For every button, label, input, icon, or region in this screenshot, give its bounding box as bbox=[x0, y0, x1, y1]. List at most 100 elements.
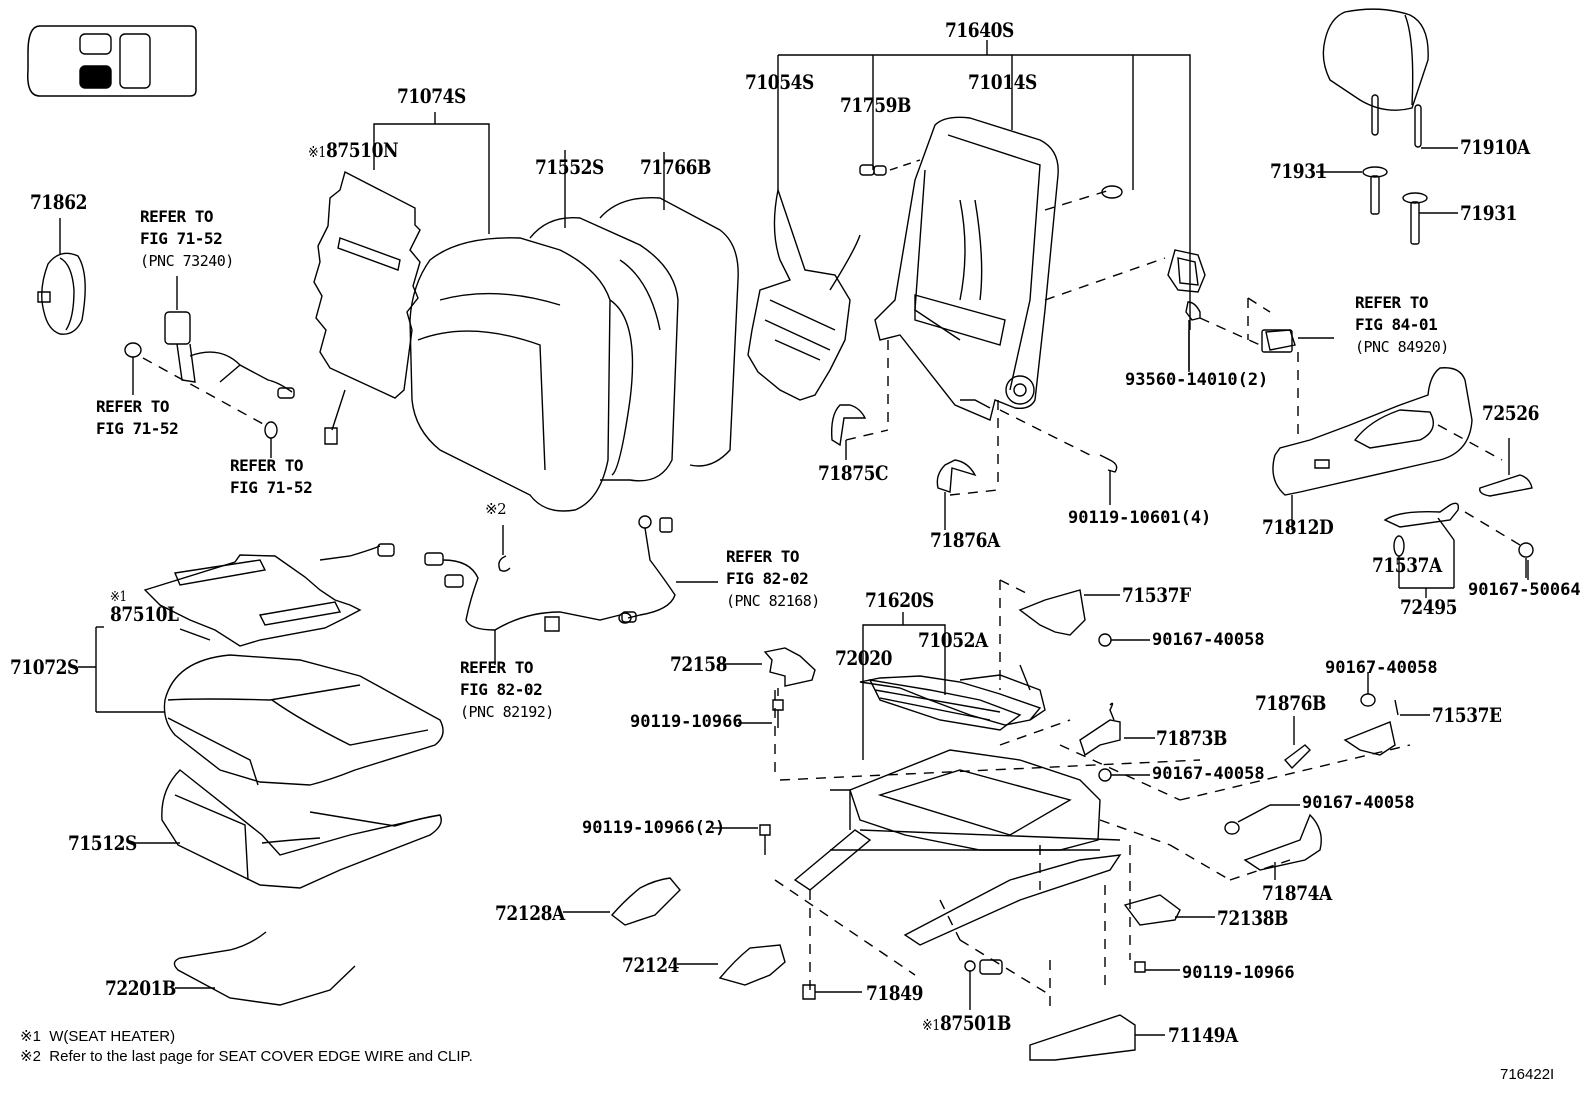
part-label-71552S[interactable]: 71552S bbox=[535, 155, 604, 179]
part-71849-shape bbox=[803, 985, 862, 999]
part-label-90119-10966-2[interactable]: 90119-10966(2) bbox=[582, 818, 726, 838]
ref-line2: FIG 71-52 bbox=[230, 478, 313, 497]
part-label-87501B[interactable]: ※187501B bbox=[922, 1013, 1011, 1033]
ref-line1: REFER TO bbox=[96, 397, 170, 416]
part-label-71874A[interactable]: 71874A bbox=[1262, 881, 1332, 905]
part-label-71054S[interactable]: 71054S bbox=[745, 70, 814, 94]
side-shield-shape bbox=[1273, 368, 1472, 530]
part-label-93560-14010[interactable]: 93560-14010(2) bbox=[1125, 370, 1269, 390]
wire-harness-lower-shape bbox=[425, 553, 636, 665]
seatback-cover-shape bbox=[410, 150, 738, 511]
hinge-brackets-shape bbox=[1020, 590, 1430, 880]
seat-position-locator-icon bbox=[28, 26, 196, 96]
part-label-71149A[interactable]: 71149A bbox=[1168, 1023, 1238, 1047]
reference-harness-upper[interactable]: REFER TO FIG 82-02 (PNC 82168) bbox=[726, 546, 820, 612]
part-label-71052A[interactable]: 71052A bbox=[918, 628, 988, 652]
footnote-text: Refer to the last page for SEAT COVER ED… bbox=[49, 1048, 473, 1065]
footnote-text: W(SEAT HEATER) bbox=[49, 1028, 176, 1045]
ref-line2: FIG 84-01 bbox=[1355, 315, 1438, 334]
edge-wire-shape bbox=[174, 932, 355, 1005]
part-label-72201B[interactable]: 72201B bbox=[105, 976, 176, 1000]
part-label-71072S[interactable]: 71072S bbox=[10, 655, 79, 679]
part-label-90167-40058-c[interactable]: 90167-40058 bbox=[1325, 658, 1438, 678]
reference-clip-right[interactable]: REFER TO FIG 71-52 bbox=[230, 455, 313, 499]
part-label-71931-left[interactable]: 71931 bbox=[1270, 159, 1328, 183]
cushion-cover-shape bbox=[164, 655, 443, 785]
reference-clip-left[interactable]: REFER TO FIG 71-52 bbox=[96, 396, 179, 440]
part-label-71512S[interactable]: 71512S bbox=[68, 831, 137, 855]
part-label-71876B[interactable]: 71876B bbox=[1255, 691, 1326, 715]
part-label-72158[interactable]: 72158 bbox=[670, 652, 728, 676]
part-label-71812D[interactable]: 71812D bbox=[1262, 515, 1334, 539]
part-label-71931-right[interactable]: 71931 bbox=[1460, 201, 1518, 225]
reference-harness-lower[interactable]: REFER TO FIG 82-02 (PNC 82192) bbox=[460, 657, 554, 723]
part-number: 87510L bbox=[110, 602, 179, 626]
reference-seatbelt[interactable]: REFER TO FIG 71-52 (PNC 73240) bbox=[140, 206, 234, 272]
part-label-90167-40058-b[interactable]: 90167-40058 bbox=[1152, 764, 1265, 784]
seatback-heater-pad bbox=[314, 172, 420, 444]
part-number: 87501B bbox=[939, 1011, 1011, 1035]
part-label-72138B[interactable]: 72138B bbox=[1217, 906, 1288, 930]
part-label-71620S[interactable]: 71620S bbox=[865, 588, 934, 612]
part-number: 87510N bbox=[325, 138, 399, 162]
ref-line2: FIG 82-02 bbox=[460, 680, 543, 699]
part-label-90119-10966-b[interactable]: 90119-10966 bbox=[1182, 963, 1295, 983]
part-label-71766B[interactable]: 71766B bbox=[640, 155, 711, 179]
part-71759B-shape bbox=[860, 160, 920, 175]
ref-line2: FIG 82-02 bbox=[726, 569, 809, 588]
headrest-shape bbox=[1316, 9, 1458, 244]
cushion-pad-shape bbox=[135, 770, 441, 888]
part-label-71862[interactable]: 71862 bbox=[30, 190, 88, 214]
part-label-87510N[interactable]: ※187510N bbox=[308, 138, 399, 162]
part-label-72128A[interactable]: 72128A bbox=[495, 901, 565, 925]
note-marker-2: ※2 bbox=[485, 500, 507, 518]
part-label-72495[interactable]: 72495 bbox=[1400, 595, 1458, 619]
part-label-71876A[interactable]: 71876A bbox=[930, 528, 1000, 552]
part-label-71873B[interactable]: 71873B bbox=[1156, 726, 1227, 750]
illustration-code: 716422I bbox=[1500, 1066, 1555, 1083]
power-seat-switch-shape bbox=[1168, 250, 1334, 440]
part-label-90167-50064[interactable]: 90167-50064 bbox=[1468, 580, 1581, 600]
part-label-71849[interactable]: 71849 bbox=[866, 981, 924, 1005]
seatback-frame-shape bbox=[875, 117, 1165, 455]
part-label-71537F[interactable]: 71537F bbox=[1122, 583, 1191, 607]
footnote-2: ※2 Refer to the last page for SEAT COVER… bbox=[20, 1047, 473, 1065]
ref-line1: REFER TO bbox=[1355, 293, 1429, 312]
ref-pnc: (PNC 82192) bbox=[460, 703, 554, 721]
part-label-72020[interactable]: 72020 bbox=[835, 646, 893, 670]
ref-pnc: (PNC 73240) bbox=[140, 252, 234, 270]
part-label-71014S[interactable]: 71014S bbox=[968, 70, 1037, 94]
reference-switch[interactable]: REFER TO FIG 84-01 (PNC 84920) bbox=[1355, 292, 1449, 358]
recliner-mechanism-shape bbox=[748, 190, 860, 400]
recliner-covers-shape bbox=[832, 340, 1117, 530]
footnote-marker: ※1 bbox=[20, 1028, 41, 1045]
part-87501B-shape bbox=[965, 960, 1002, 1010]
part-label-71640S[interactable]: 71640S bbox=[945, 18, 1014, 42]
part-label-90119-10601[interactable]: 90119-10601(4) bbox=[1068, 508, 1212, 528]
part-72158-shape bbox=[712, 648, 815, 855]
note-marker: ※1 bbox=[922, 1016, 940, 1034]
part-label-90167-40058-a[interactable]: 90167-40058 bbox=[1152, 630, 1265, 650]
knob-lever-shape bbox=[1385, 425, 1533, 598]
footnote-1: ※1 W(SEAT HEATER) bbox=[20, 1027, 175, 1045]
part-label-71875C[interactable]: 71875C bbox=[818, 461, 889, 485]
part-label-90119-10966-a[interactable]: 90119-10966 bbox=[630, 712, 743, 732]
ref-line2: FIG 71-52 bbox=[140, 229, 223, 248]
part-label-72124[interactable]: 72124 bbox=[622, 953, 680, 977]
ref-line1: REFER TO bbox=[726, 547, 800, 566]
part-label-71537A[interactable]: 71537A bbox=[1372, 553, 1442, 577]
part-label-71910A[interactable]: 71910A bbox=[1460, 135, 1530, 159]
part-label-71537E[interactable]: 71537E bbox=[1432, 703, 1502, 727]
part-label-72526[interactable]: 72526 bbox=[1482, 401, 1540, 425]
part-label-71074S[interactable]: 71074S bbox=[397, 84, 466, 108]
edge-clip-shape bbox=[499, 525, 510, 571]
footnote-marker: ※2 bbox=[20, 1048, 41, 1065]
part-label-90167-40058-d[interactable]: 90167-40058 bbox=[1302, 793, 1415, 813]
note-marker: ※1 bbox=[110, 589, 127, 605]
rail-end-covers-shape bbox=[1030, 895, 1215, 1060]
part-label-71759B[interactable]: 71759B bbox=[840, 93, 911, 117]
ref-pnc: (PNC 84920) bbox=[1355, 338, 1449, 356]
rail-covers-shape bbox=[563, 878, 785, 985]
